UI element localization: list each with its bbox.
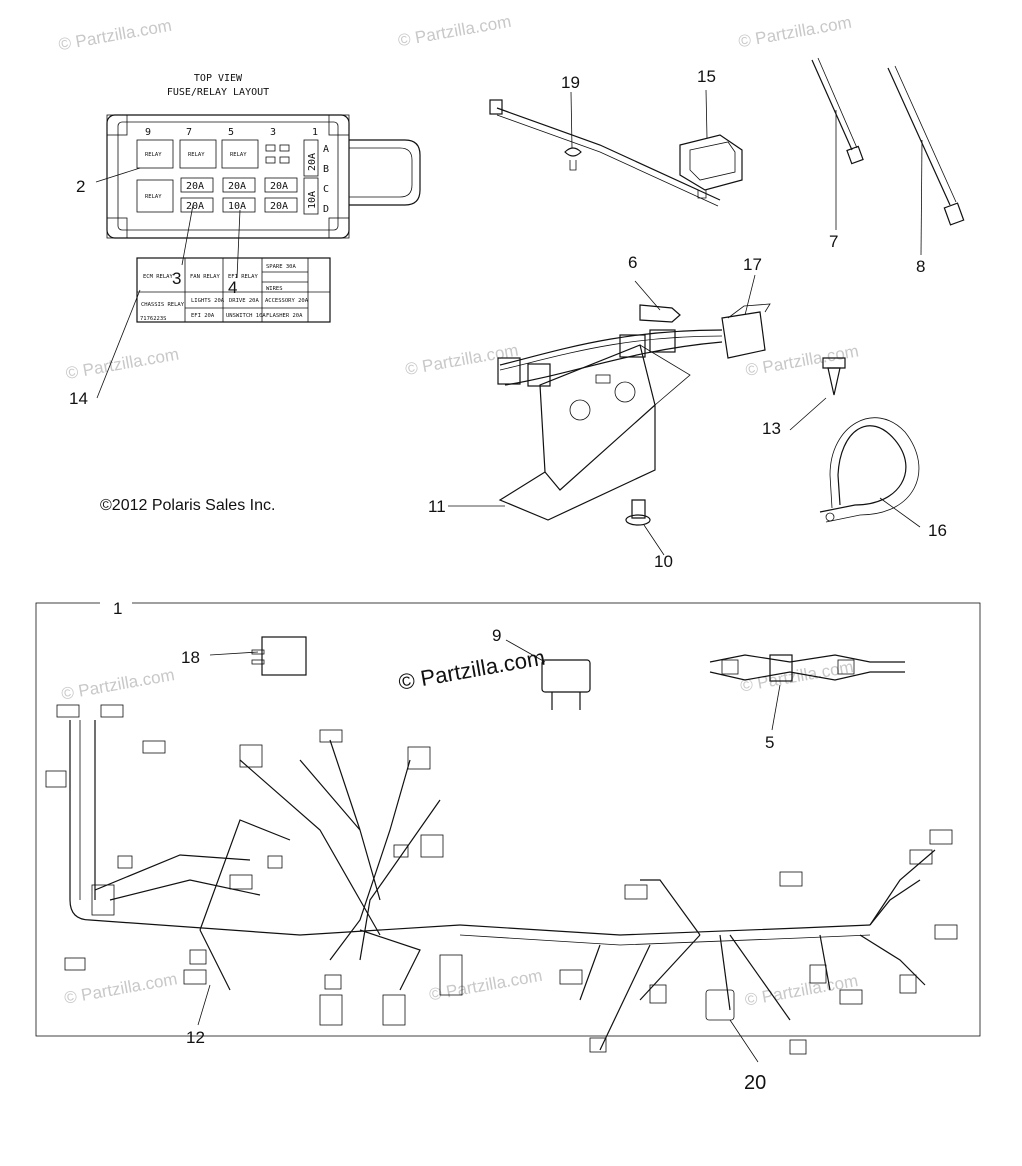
callout-19: 19 <box>561 73 580 92</box>
harness-left <box>45 704 463 1026</box>
side-fuse-2: 10A <box>307 191 318 209</box>
card-accessory: ACCESSORY 20A <box>265 298 309 304</box>
side-fuse-1: 20A <box>307 153 318 171</box>
card-efi: EFI 20A <box>191 313 215 319</box>
part-19-push-mount-tie <box>489 91 721 207</box>
position-1: 1 <box>312 127 318 138</box>
watermark-7: © Partzilla.com <box>60 665 176 704</box>
callout-13: 13 <box>762 419 781 438</box>
card-unswitch: UNSWITCH 10A <box>226 313 266 319</box>
row-b: B <box>323 164 329 175</box>
card-efi-relay: EFI RELAY <box>228 274 258 280</box>
harness-assembly-frame <box>35 602 981 1037</box>
part-13-screw <box>789 357 846 431</box>
callout-8: 8 <box>916 257 925 276</box>
watermarks: © Partzilla.com © Partzilla.com © Partzi… <box>57 12 860 1010</box>
callout-1: 1 <box>113 599 122 618</box>
watermark-3: © Partzilla.com <box>737 13 853 52</box>
part-9-circuit-breaker <box>505 639 591 710</box>
harness-right <box>459 829 958 1063</box>
card-part-number: 7176223S <box>140 316 167 322</box>
card-wires: WIRES <box>266 286 283 292</box>
card-ecm-relay: ECM RELAY <box>143 274 173 280</box>
card-flasher: FLASHER 20A <box>266 313 303 319</box>
part-10-push-rivet <box>625 499 665 556</box>
watermark-9: © Partzilla.com <box>63 969 179 1008</box>
callout-16: 16 <box>928 521 947 540</box>
callout-4: 4 <box>228 278 237 297</box>
watermark-10: © Partzilla.com <box>428 966 544 1005</box>
fuse-bottom-3: 20A <box>270 201 288 212</box>
fuse-box-title-2: FUSE/RELAY LAYOUT <box>167 87 269 98</box>
relay-2: RELAY <box>188 152 205 158</box>
callout-18: 18 <box>181 648 200 667</box>
position-3: 3 <box>270 127 276 138</box>
callout-12: 12 <box>186 1028 205 1047</box>
watermark-6: © Partzilla.com <box>744 341 860 380</box>
watermark-4: © Partzilla.com <box>64 344 180 383</box>
center-watermark: © Partzilla.com <box>397 645 547 695</box>
card-lights: LIGHTS 20A <box>191 298 225 304</box>
relay-4: RELAY <box>145 194 162 200</box>
callout-11: 11 <box>428 497 446 516</box>
part-8-cable-tie <box>887 65 965 256</box>
fuse-top-3: 20A <box>270 181 288 192</box>
callout-2: 2 <box>76 177 85 196</box>
callout-5: 5 <box>765 733 774 752</box>
callout-7: 7 <box>829 232 838 251</box>
part-7-cable-tie <box>811 57 864 230</box>
part-18-relay <box>209 636 307 676</box>
position-5: 5 <box>228 127 234 138</box>
copyright-text: ©2012 Polaris Sales Inc. <box>100 497 276 514</box>
fuse-box: TOP VIEW FUSE/RELAY LAYOUT 9 7 5 3 1 REL… <box>95 73 421 279</box>
part-5-inline-fuse <box>709 654 905 731</box>
part-6-17-connector <box>497 274 771 387</box>
row-c: C <box>323 184 329 195</box>
row-d: D <box>323 204 329 215</box>
callout-17: 17 <box>743 255 762 274</box>
fuse-label-card: ECM RELAY FAN RELAY EFI RELAY SPARE 30A … <box>96 257 331 399</box>
position-7: 7 <box>186 127 192 138</box>
watermark-8: © Partzilla.com <box>739 657 855 696</box>
callout-15: 15 <box>697 67 716 86</box>
card-drive: DRIVE 20A <box>229 298 259 304</box>
fuse-top-2: 20A <box>228 181 246 192</box>
card-spare: SPARE 30A <box>266 264 296 270</box>
relay-1: RELAY <box>145 152 162 158</box>
card-fan-relay: FAN RELAY <box>190 274 220 280</box>
position-9: 9 <box>145 127 151 138</box>
fuse-top-1: 20A <box>186 181 204 192</box>
relay-3: RELAY <box>230 152 247 158</box>
callout-10: 10 <box>654 552 673 571</box>
part-16-clamp <box>819 417 921 528</box>
watermark-2: © Partzilla.com <box>397 12 513 51</box>
row-a: A <box>323 144 329 155</box>
fuse-box-title-1: TOP VIEW <box>194 73 243 84</box>
part-15-harness-clip <box>679 89 743 199</box>
callout-14: 14 <box>69 389 88 408</box>
fuse-bottom-2: 10A <box>228 201 246 212</box>
watermark-5: © Partzilla.com <box>404 340 520 379</box>
callouts: 1 2 3 4 5 6 7 8 9 10 11 12 13 14 15 16 1… <box>69 67 947 1094</box>
part-11-bracket <box>448 344 691 521</box>
card-chassis-relay: CHASSIS RELAY <box>141 302 185 308</box>
callout-20: 20 <box>744 1072 766 1094</box>
callout-9: 9 <box>492 626 501 645</box>
callout-6: 6 <box>628 253 637 272</box>
callout-3: 3 <box>172 269 181 288</box>
fuse-bottom-1: 20A <box>186 201 204 212</box>
watermark-1: © Partzilla.com <box>57 16 173 55</box>
